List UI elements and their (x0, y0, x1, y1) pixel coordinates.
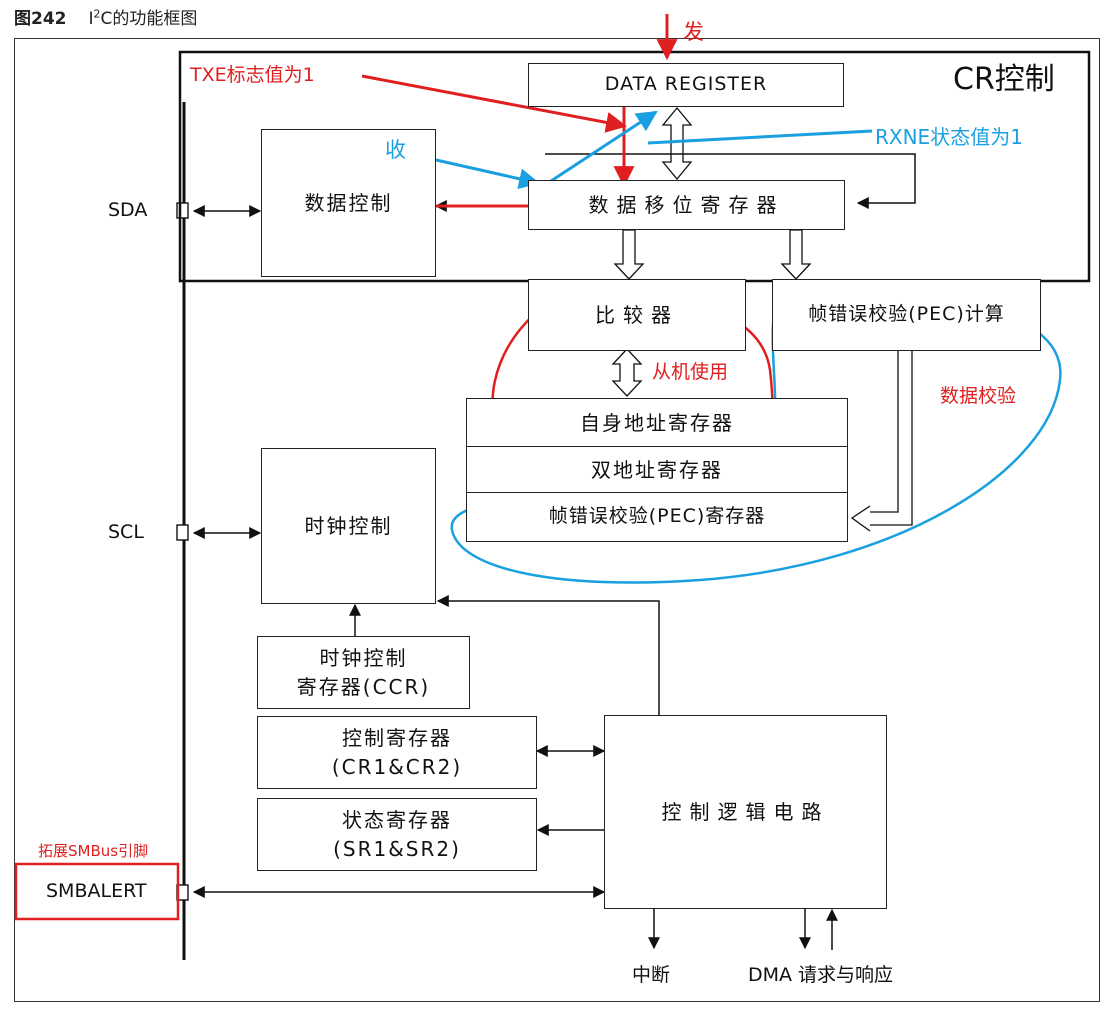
shift-register-block: 数据移位寄存器 (528, 180, 845, 230)
dma-label: DMA 请求与响应 (748, 964, 894, 986)
annotation-data-check: 数据校验 (940, 385, 1017, 407)
figure-number: 图242 (14, 9, 67, 29)
cr-block: 控制寄存器 (CR1&CR2) (257, 716, 537, 789)
data-control-block: 数据控制 (261, 129, 436, 277)
clock-control-label: 时钟控制 (304, 513, 393, 538)
sr-block: 状态寄存器 (SR1&SR2) (257, 798, 537, 871)
interrupt-label: 中断 (632, 964, 671, 986)
diagram-frame (14, 38, 1100, 1002)
annotation-txe: TXE标志值为1 (190, 64, 315, 86)
sr-label-line2: (SR1&SR2) (333, 836, 461, 861)
annotation-smbus-pin: 拓展SMBus引脚 (38, 842, 149, 860)
control-logic-block: 控制逻辑电路 (604, 715, 887, 909)
pec-calc-label: 帧错误校验(PEC)计算 (808, 303, 1005, 326)
annotation-send: 发 (683, 20, 704, 44)
annotation-cr-control: CR控制 (953, 62, 1055, 97)
control-logic-label: 控制逻辑电路 (661, 799, 830, 824)
pec-register-block: 帧错误校验(PEC)寄存器 (466, 492, 848, 542)
comparator-block: 比较器 (528, 279, 746, 351)
pec-calc-block: 帧错误校验(PEC)计算 (772, 279, 1041, 351)
own-address-register-block: 自身地址寄存器 (466, 398, 848, 448)
dual-address-register-block: 双地址寄存器 (466, 446, 848, 494)
data-control-label: 数据控制 (304, 190, 393, 215)
comparator-label: 比较器 (595, 302, 679, 327)
cr-label-line1: 控制寄存器 (342, 725, 452, 750)
clock-control-block: 时钟控制 (261, 448, 436, 604)
shift-register-label: 数据移位寄存器 (588, 192, 785, 217)
data-register-block: DATA REGISTER (528, 63, 844, 107)
pec-register-label: 帧错误校验(PEC)寄存器 (548, 505, 766, 528)
annotation-slave-use: 从机使用 (652, 361, 729, 383)
data-register-label: DATA REGISTER (604, 73, 768, 96)
pin-scl-label: SCL (108, 521, 144, 543)
sr-label-line1: 状态寄存器 (342, 807, 452, 832)
ccr-block: 时钟控制 寄存器(CCR) (257, 636, 470, 709)
ccr-label-line2: 寄存器(CCR) (296, 674, 431, 699)
ccr-label-line1: 时钟控制 (319, 645, 408, 670)
own-address-register-label: 自身地址寄存器 (580, 410, 734, 435)
pin-smbalert-label: SMBALERT (46, 880, 147, 902)
annotation-receive: 收 (385, 138, 406, 162)
cr-label-line2: (CR1&CR2) (331, 754, 463, 779)
figure-caption: 图242 I2C的功能框图 (14, 4, 197, 29)
annotation-rxne: RXNE状态值为1 (875, 125, 1023, 149)
pin-sda-label: SDA (108, 199, 148, 221)
figure-title: C的功能框图 (100, 9, 198, 29)
dual-address-register-label: 双地址寄存器 (591, 457, 723, 482)
figure-title-sup: 2 (93, 7, 101, 21)
figure-title-prefix: I (88, 9, 94, 29)
